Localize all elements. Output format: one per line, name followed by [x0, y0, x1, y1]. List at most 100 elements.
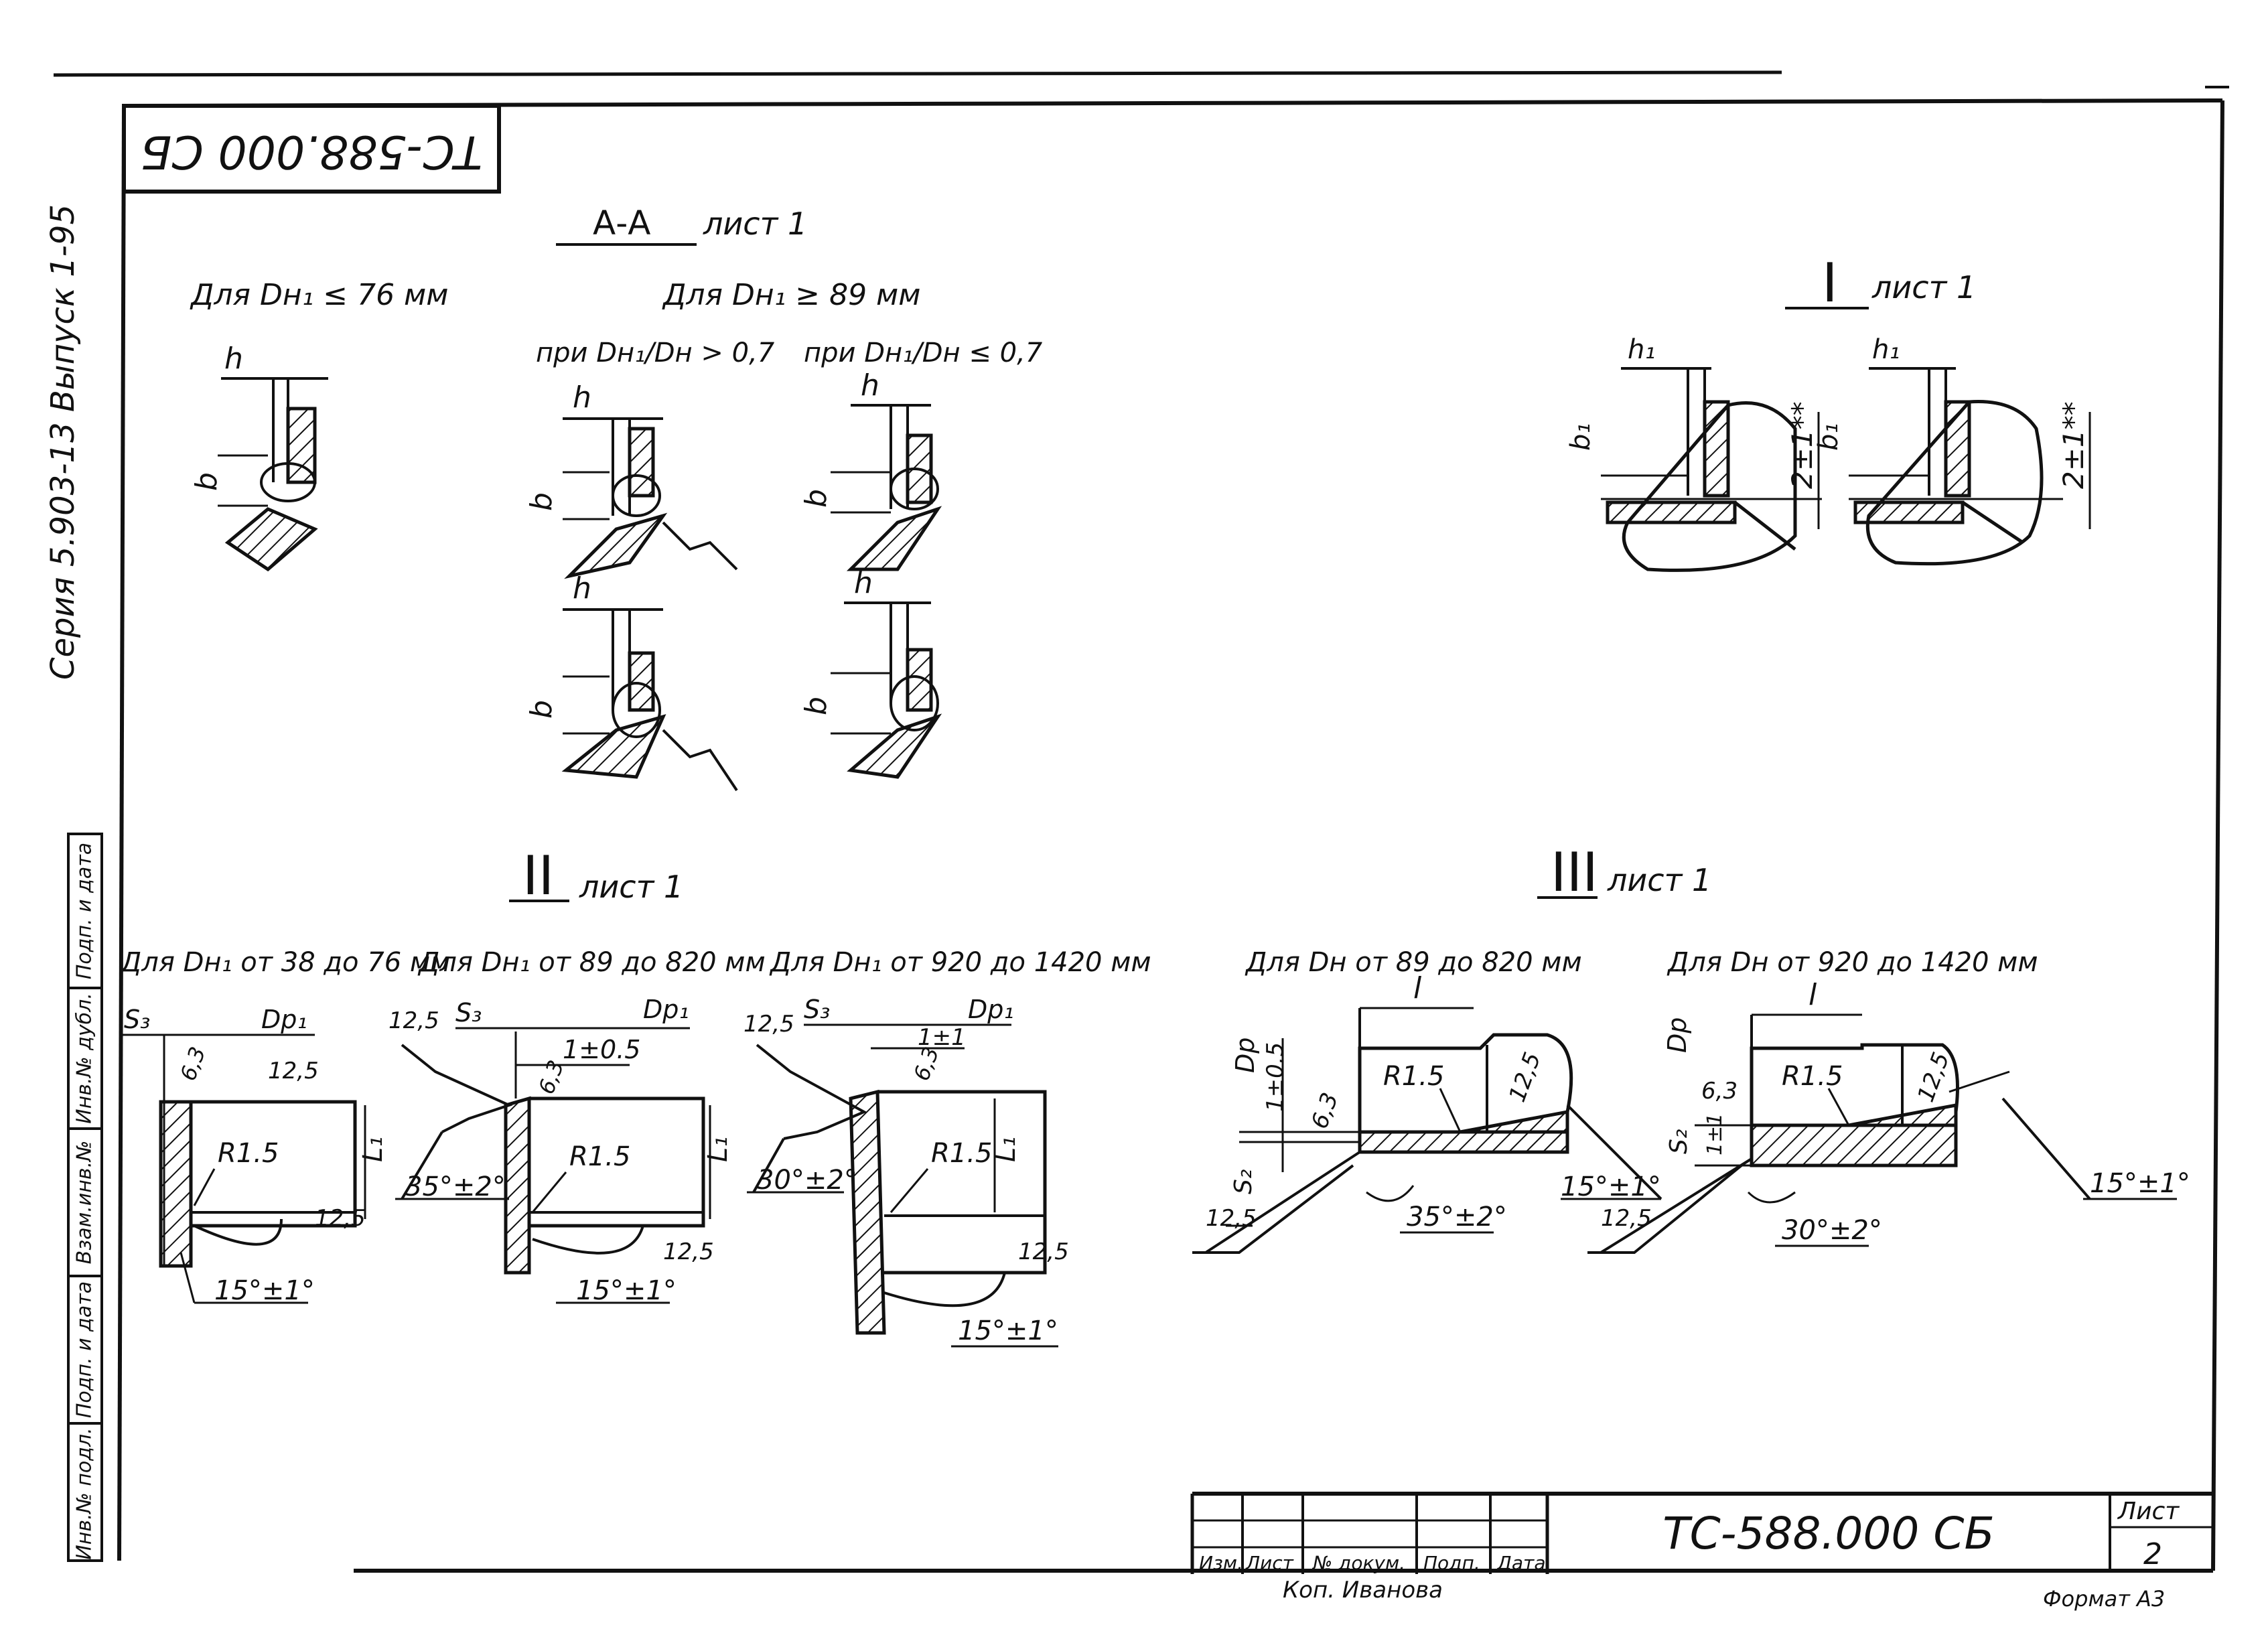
- view-iii-cond-1: Для Dн от 89 до 820 мм: [1245, 947, 1582, 978]
- label-s2: S₂: [1230, 1169, 1257, 1194]
- label-tol-1: 1±1: [918, 1024, 966, 1051]
- label-dp: Dр: [1230, 1038, 1260, 1073]
- label-ang15: 15°±1°: [214, 1275, 315, 1306]
- view-iii-title: III: [1551, 841, 1598, 904]
- label-l1: L₁: [703, 1137, 733, 1162]
- label-tol-2: 2±1**: [1786, 401, 1819, 489]
- label-dp1: Dр₁: [968, 995, 1014, 1024]
- label-h: h: [861, 368, 879, 403]
- label-ang15: 15°±1°: [1561, 1171, 1661, 1202]
- label-ang15: 15°±1°: [576, 1275, 677, 1306]
- label-r125: 12,5: [315, 1205, 366, 1232]
- side-stamp-5: Инв.№ подл.: [73, 1427, 96, 1559]
- label-tol-1: 1±1: [1703, 1113, 1727, 1155]
- label-h: h: [573, 380, 591, 415]
- title-doc: ТС-588.000 СБ: [1662, 1508, 1994, 1559]
- side-stamp-3: Взам.инв.№: [73, 1141, 96, 1265]
- view-ii-detail-3: 12,5 S₃ Dр₁ 1±1 6,3 R1.5 L₁ 30°±2° 12,5 …: [743, 995, 1069, 1348]
- side-stamp-column: Подп. и дата Инв.№ дубл. Взам.инв.№ Подп…: [67, 833, 103, 1562]
- view-i-title: I: [1822, 252, 1838, 314]
- label-s3: S₃: [804, 995, 830, 1024]
- view-iii-detail-1: l R1.5 12,5 Dр 1±0.5 6,3 S₂ 12,5 35°±2° …: [1192, 971, 1662, 1254]
- condition-large: Для Dн₁ ≥ 89 мм: [662, 278, 920, 312]
- label-l1: L₁: [991, 1137, 1021, 1162]
- title-col-3: № докум.: [1312, 1552, 1405, 1574]
- label-b: b: [190, 472, 224, 491]
- label-r125: 12,5: [1912, 1049, 1955, 1106]
- aa-detail-le-bottom: h b: [799, 566, 942, 779]
- label-b: b: [524, 492, 559, 511]
- label-b1: b₁: [1565, 423, 1596, 451]
- view-ii-heading: II лист 1: [509, 845, 683, 907]
- label-r15: R1.5: [931, 1138, 992, 1169]
- label-tol-05: 1±0.5: [1262, 1042, 1289, 1112]
- label-s3: S₃: [124, 1005, 150, 1034]
- label-l: l: [1809, 978, 1817, 1012]
- view-iii-detail-2: l R1.5 12,5 Dр 6,3 S₂ 1±1 12,5 30°±2° 15…: [1587, 978, 2190, 1254]
- section-aa-sheet: лист 1: [703, 206, 807, 242]
- view-iii-cond-2: Для Dн от 920 до 1420 мм: [1667, 947, 2038, 978]
- view-iii-heading: III лист 1: [1537, 841, 1711, 904]
- label-b1: b₁: [1813, 423, 1844, 451]
- label-r125: 12,5: [268, 1058, 319, 1084]
- side-stamp-4: Подп. и дата: [73, 1281, 96, 1418]
- label-b: b: [524, 700, 559, 719]
- view-ii-cond-1: Для Dн₁ от 38 до 76 мм: [119, 947, 450, 978]
- condition-small: Для Dн₁ ≤ 76 мм: [190, 278, 448, 312]
- view-ii-detail-2: 12,5 S₃ Dр₁ 1±0.5 6,3 R1.5 L₁ 35°±2° 12,…: [388, 995, 733, 1306]
- label-r125: 12,5: [1206, 1205, 1257, 1232]
- view-ii-cond-2: Для Dн₁ от 89 до 820 мм: [417, 947, 766, 978]
- label-r125: 12,5: [1504, 1049, 1546, 1106]
- side-stamp-1: Подп. и дата: [73, 843, 96, 979]
- title-format: Формат А3: [2043, 1586, 2165, 1612]
- section-aa-heading: А-А лист 1: [556, 204, 807, 246]
- title-block: Изм. Лист № докум. Подп. Дата ТС-588.000…: [1190, 1492, 2213, 1612]
- label-r125: 12,5: [1018, 1238, 1069, 1265]
- side-stamp-2: Инв.№ дубл.: [73, 993, 96, 1124]
- section-aa-title: А-А: [593, 204, 650, 242]
- label-ang35: 35°±2°: [405, 1171, 506, 1202]
- label-h: h: [573, 571, 591, 606]
- view-i-heading: I лист 1: [1785, 252, 1976, 314]
- label-h: h: [854, 566, 873, 600]
- view-ii-detail-1: S₃ Dр₁ R1.5 12,5 6,3 L₁ 12,5 15°±1°: [121, 1005, 388, 1306]
- side-series: Серия 5.903-13 Выпуск 1-95: [44, 204, 82, 680]
- label-b: b: [799, 489, 833, 508]
- label-b: b: [799, 697, 833, 715]
- label-r15: R1.5: [569, 1141, 630, 1172]
- title-col-5: Дата: [1496, 1552, 1546, 1574]
- view-ii-sheet: лист 1: [579, 869, 683, 905]
- label-dp1: Dр₁: [643, 995, 689, 1024]
- ratio-gt: при Dн₁/Dн > 0,7: [536, 338, 775, 368]
- label-ang35: 35°±2°: [1407, 1202, 1507, 1232]
- view-i-detail-left: h₁ b₁ 2±1**: [1565, 334, 1822, 572]
- label-r63: 6,3: [1306, 1089, 1344, 1132]
- label-s2: S₂: [1665, 1129, 1693, 1154]
- view-i-detail-right: h₁ b₁ 2±1**: [1813, 334, 2091, 566]
- label-r125: 12,5: [663, 1238, 714, 1265]
- aa-detail-le-top: h b: [799, 368, 942, 571]
- top-stamp: ТС-588.000 СБ: [122, 104, 501, 194]
- view-ii-cond-3: Для Dн₁ от 920 до 1420 мм: [769, 947, 1151, 978]
- label-r15: R1.5: [1782, 1061, 1843, 1092]
- label-r63: 6,3: [1701, 1078, 1738, 1105]
- aa-detail-small: h b: [190, 342, 328, 572]
- label-tol-05: 1±0.5: [563, 1035, 640, 1064]
- label-s3: S₃: [455, 998, 482, 1027]
- label-r125: 12,5: [743, 1011, 794, 1038]
- label-h1: h₁: [1872, 334, 1900, 365]
- title-col-2: Лист: [1245, 1552, 1294, 1574]
- label-r125: 12,5: [388, 1007, 439, 1034]
- aa-detail-gt-bottom: h b: [524, 571, 738, 792]
- label-h1: h₁: [1628, 334, 1655, 365]
- label-l: l: [1413, 971, 1422, 1005]
- aa-detail-gt-top: h b: [524, 380, 738, 579]
- label-tol-2: 2±1**: [2057, 401, 2090, 489]
- title-sheet-label: Лист: [2117, 1498, 2180, 1525]
- title-col-4: Подп.: [1423, 1552, 1480, 1574]
- label-r125: 12,5: [1601, 1205, 1652, 1232]
- label-dp1: Dр₁: [261, 1005, 307, 1034]
- view-ii-title: II: [522, 845, 554, 907]
- label-ang15: 15°±1°: [2090, 1168, 2190, 1199]
